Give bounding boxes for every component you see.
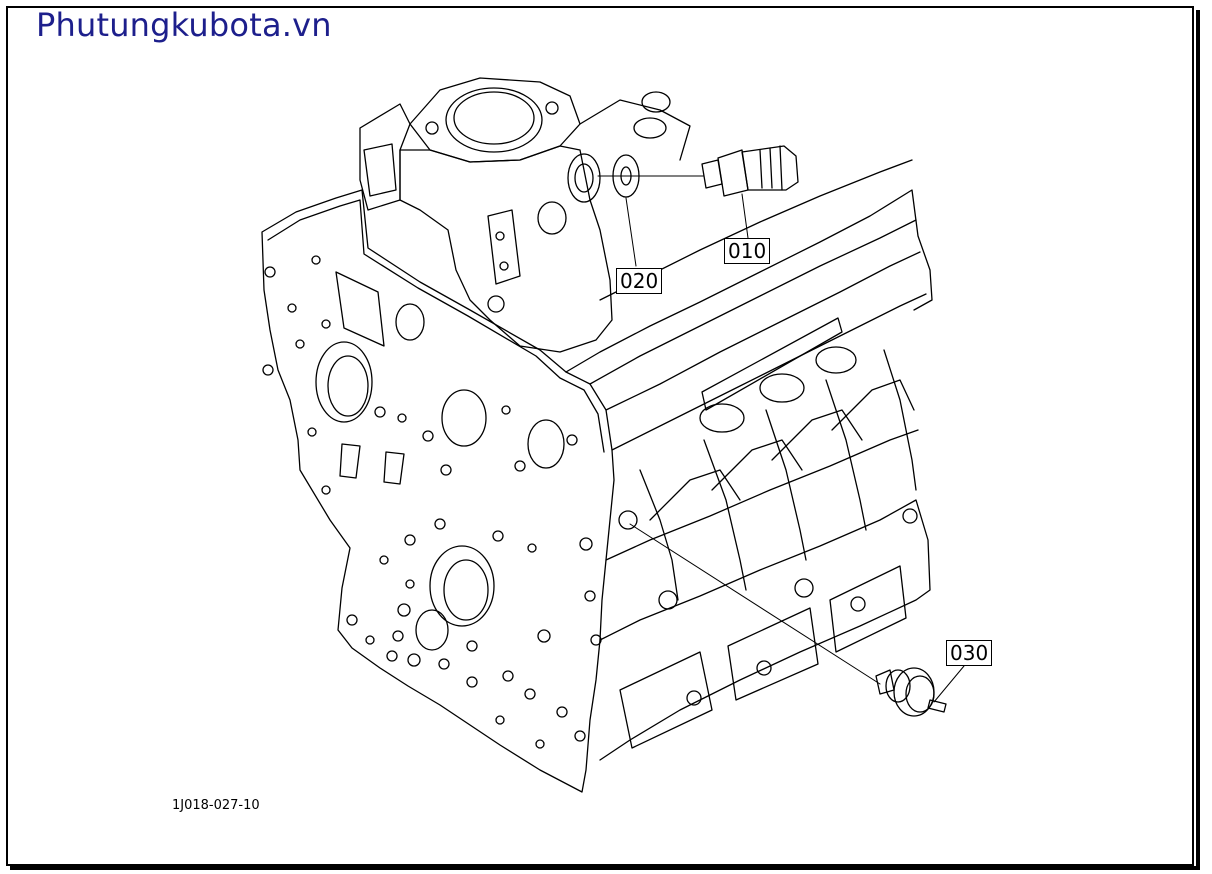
front-bore-large <box>316 342 372 422</box>
block-rib-3 <box>766 410 806 560</box>
bracket-hole-bottom <box>500 262 508 270</box>
switch-030-hex <box>886 670 910 702</box>
head-plug-2 <box>634 118 666 138</box>
block-front-face-inner <box>268 200 604 452</box>
bypass-outlet <box>538 202 566 234</box>
water-flange-bore <box>446 88 542 152</box>
sensor-010-body <box>742 146 798 190</box>
thermostat-body-left <box>360 104 410 210</box>
sensor-port-boss <box>568 154 600 202</box>
thermostat-body <box>400 146 612 352</box>
crankcase-flange <box>606 430 918 560</box>
front-bore-right <box>528 420 564 468</box>
bore-top-2 <box>760 374 804 402</box>
block-front-face <box>262 190 614 792</box>
sensor-port-bore <box>575 164 593 192</box>
switch-030-terminal <box>928 700 946 712</box>
block-side-slot <box>702 318 842 410</box>
thermostat-ear <box>364 144 396 196</box>
assembly-line-030 <box>630 524 880 684</box>
bolt-boss-3 <box>619 511 637 529</box>
flange-bolt-left <box>426 122 438 134</box>
head-plug-1 <box>642 92 670 112</box>
front-bore-small <box>396 304 424 340</box>
leader-030 <box>934 666 964 702</box>
block-web-2 <box>712 440 802 490</box>
front-slot-1 <box>340 444 360 478</box>
callout-part-030[interactable]: 030 <box>946 640 993 666</box>
block-side-lip <box>612 294 926 450</box>
block-web-3 <box>772 410 862 460</box>
leader-010 <box>742 194 748 238</box>
crankcase-panel-2 <box>728 608 818 700</box>
watermark-text: Phutungkubota.vn <box>36 6 332 44</box>
block-side-top <box>606 252 920 410</box>
thermostat-bracket <box>488 210 520 284</box>
flange-bolt-right <box>546 102 558 114</box>
block-rib-1 <box>640 470 678 600</box>
bolt-boss-2 <box>795 579 813 597</box>
bore-top-3 <box>816 347 856 373</box>
front-slot-2 <box>384 452 404 484</box>
block-top-rail <box>590 220 916 384</box>
callout-part-020[interactable]: 020 <box>616 268 663 294</box>
switch-030-face <box>906 676 934 712</box>
sensor-010-hex <box>718 150 748 196</box>
thermostat-bolt <box>488 296 504 312</box>
bracket-hole-top <box>496 232 504 240</box>
block-rib-2 <box>704 440 746 590</box>
frame-shadow-right <box>1196 10 1200 870</box>
block-rib-5 <box>884 350 916 490</box>
callout-part-010[interactable]: 010 <box>724 238 771 264</box>
front-small-holes <box>263 256 601 748</box>
bolt-boss-6 <box>757 661 771 675</box>
bolt-boss-7 <box>851 597 865 611</box>
water-flange-bore-inner <box>454 92 534 144</box>
front-bore-low <box>416 610 448 650</box>
bolt-boss-5 <box>687 691 701 705</box>
diagram-frame <box>6 6 1194 866</box>
bore-top-1 <box>700 404 744 432</box>
frame-shadow-bottom <box>10 866 1200 870</box>
front-bore-mid <box>442 390 486 446</box>
block-web-1 <box>650 470 740 520</box>
switch-030-thread <box>876 670 894 694</box>
head-outline <box>580 100 690 160</box>
front-recess <box>336 272 384 346</box>
crankcase-panel-1 <box>620 652 712 748</box>
sensor-010-ribs <box>760 146 782 190</box>
bolt-boss-4 <box>903 509 917 523</box>
crankcase-right <box>600 500 930 760</box>
figure-code: 1J018-027-10 <box>172 798 260 813</box>
block-rib-4 <box>826 380 866 530</box>
crankcase-panel-3 <box>830 566 906 652</box>
block-top-edge <box>566 190 932 372</box>
leader-020 <box>626 198 636 266</box>
block-web-4 <box>832 380 914 430</box>
water-flange <box>410 78 580 162</box>
front-bore-crank-inner <box>444 560 488 620</box>
front-bore-large-inner <box>328 356 368 416</box>
front-bore-crank <box>430 546 494 626</box>
bolt-boss-1 <box>659 591 677 609</box>
